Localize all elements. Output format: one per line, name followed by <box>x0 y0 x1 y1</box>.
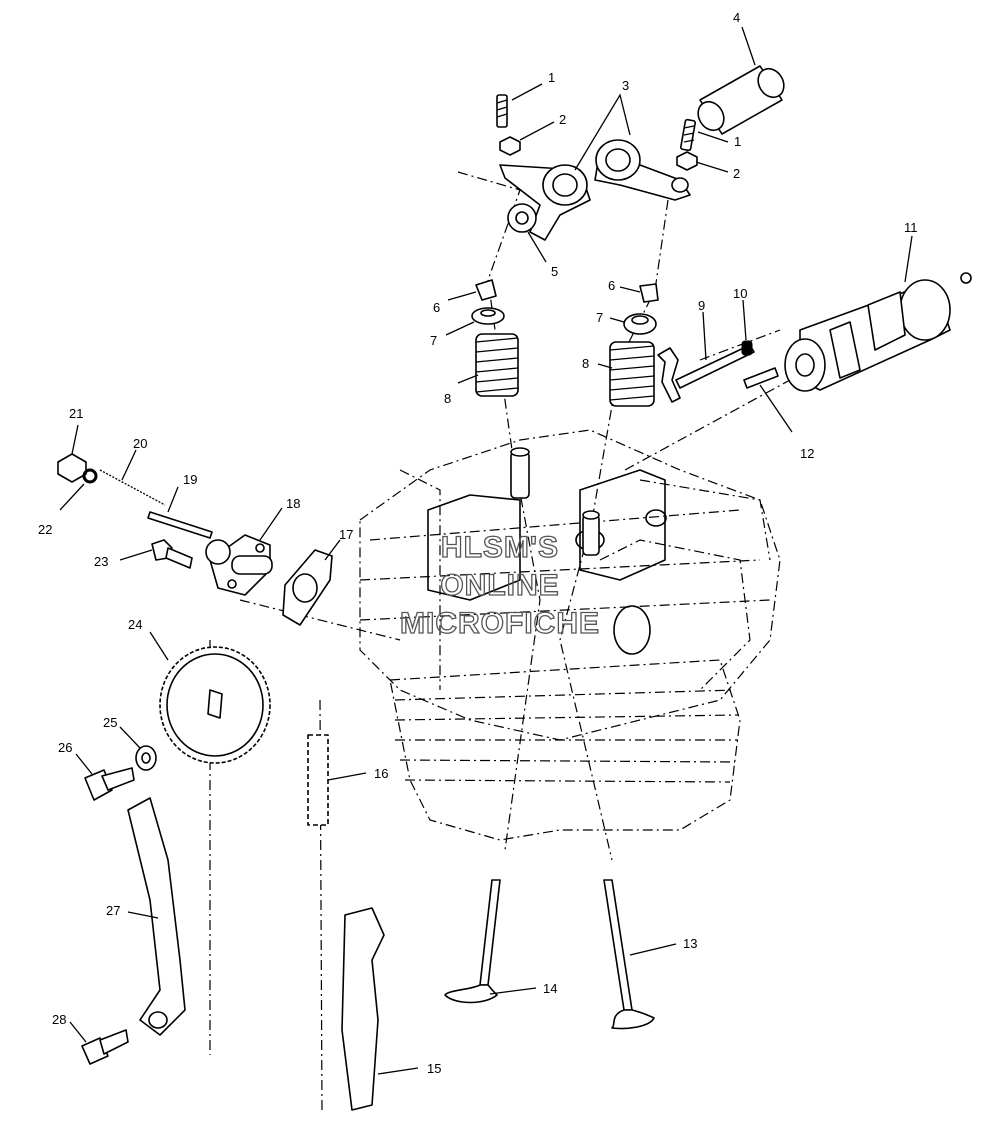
adjuster-screw-left <box>496 94 508 128</box>
tensioner-cap-bolt <box>57 453 87 483</box>
callout-27: 27 <box>106 903 120 918</box>
locknut-left <box>499 136 521 156</box>
tensioner-o-ring <box>82 468 98 484</box>
watermark: HLSM'S ONLINE MICROFICHE <box>399 530 600 640</box>
callout-7-right: 7 <box>596 310 603 325</box>
valve-keeper-left <box>475 279 497 301</box>
tensioner-pushrod <box>147 511 213 539</box>
callout-11: 11 <box>904 220 918 235</box>
cylinder-head <box>359 429 781 741</box>
washer-5 <box>507 203 537 233</box>
adjuster-screw-right <box>679 118 697 152</box>
front-chain-guide <box>127 797 186 1036</box>
callout-8-right: 8 <box>582 356 589 371</box>
sprocket-bolt <box>84 767 135 801</box>
callout-19: 19 <box>183 472 197 487</box>
spring-retainer-left <box>471 307 505 325</box>
callout-2-left: 2 <box>559 112 566 127</box>
watermark-line-3: MICROFICHE <box>400 607 600 640</box>
intake-valve <box>444 879 501 1004</box>
tensioner-bolt <box>151 539 193 569</box>
callout-3: 3 <box>622 78 629 93</box>
callout-14: 14 <box>543 981 557 996</box>
exhaust-valve <box>603 879 655 1030</box>
callout-5: 5 <box>551 264 558 279</box>
callout-23: 23 <box>94 554 108 569</box>
callout-16: 16 <box>374 766 388 781</box>
rocker-arm-assembly <box>499 65 785 241</box>
valve-spring-right <box>609 341 655 407</box>
valve-spring-left <box>475 333 519 397</box>
callout-28: 28 <box>52 1012 66 1027</box>
callout-1-right: 1 <box>734 134 741 149</box>
callout-10: 10 <box>733 286 747 301</box>
callout-13: 13 <box>683 936 697 951</box>
tensioner-gasket <box>282 549 333 626</box>
callout-24: 24 <box>128 617 142 632</box>
watermark-line-2: ONLINE <box>440 569 559 602</box>
callout-26: 26 <box>58 740 72 755</box>
cylinder-block <box>389 539 751 841</box>
watermark-line-1: HLSM'S <box>441 531 559 564</box>
callout-6-left: 6 <box>433 300 440 315</box>
callout-8-left: 8 <box>444 391 451 406</box>
cam-sprocket <box>159 646 271 764</box>
camshaft <box>784 272 972 392</box>
callout-9: 9 <box>698 298 705 313</box>
decompression-lever <box>657 344 755 403</box>
callout-4: 4 <box>733 10 740 25</box>
callout-22: 22 <box>38 522 52 537</box>
sprocket-washer <box>135 745 157 771</box>
rear-chain-guide <box>341 907 385 1111</box>
valve-keeper-right <box>639 283 659 303</box>
callout-15: 15 <box>427 1061 441 1076</box>
callout-18: 18 <box>286 496 300 511</box>
callout-labels: 1 1 2 2 3 4 5 6 6 7 7 8 8 9 10 11 12 13 … <box>38 10 918 1076</box>
decompression-pin <box>743 367 779 389</box>
spring-retainer-right <box>623 313 657 335</box>
callout-12: 12 <box>800 446 814 461</box>
callout-1-left: 1 <box>548 70 555 85</box>
tensioner-spring <box>99 469 166 506</box>
callout-25: 25 <box>103 715 117 730</box>
callout-20: 20 <box>133 436 147 451</box>
cam-chain-tensioner <box>205 534 273 596</box>
callout-6-right: 6 <box>608 278 615 293</box>
cam-chain <box>307 734 329 826</box>
guide-bolt <box>81 1029 129 1065</box>
callout-leaders <box>59 26 913 1075</box>
decompression-spring <box>741 340 753 356</box>
callout-21: 21 <box>69 406 83 421</box>
locknut-right <box>676 151 698 171</box>
callout-2-right: 2 <box>733 166 740 181</box>
callout-7-left: 7 <box>430 333 437 348</box>
callout-17: 17 <box>339 527 353 542</box>
